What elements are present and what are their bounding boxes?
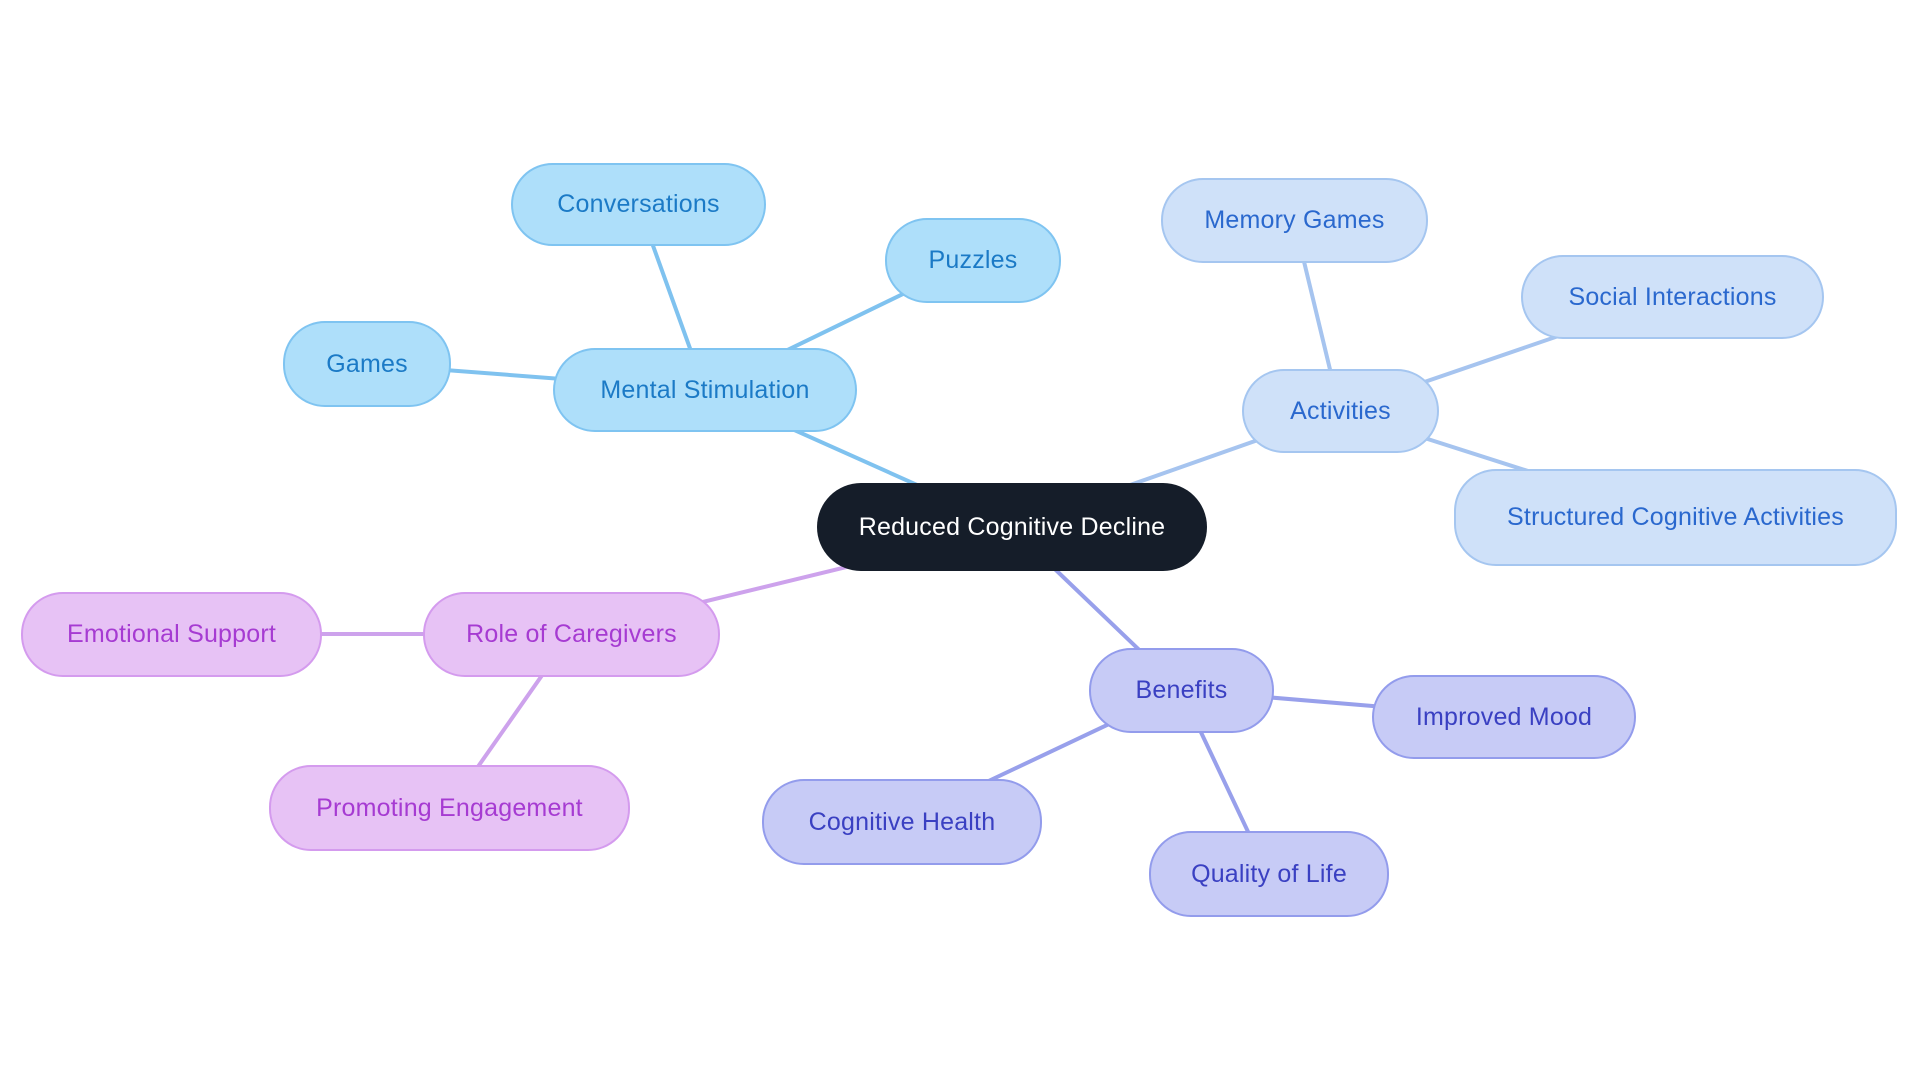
node-structured-cognitive-activities[interactable]: Structured Cognitive Activities	[1454, 469, 1897, 566]
node-cognitive-health[interactable]: Cognitive Health	[762, 779, 1042, 865]
node-emotional-support[interactable]: Emotional Support	[21, 592, 322, 677]
node-activities[interactable]: Activities	[1242, 369, 1439, 453]
node-games[interactable]: Games	[283, 321, 451, 407]
node-role-of-caregivers[interactable]: Role of Caregivers	[423, 592, 720, 677]
node-puzzles[interactable]: Puzzles	[885, 218, 1061, 303]
node-improved-mood[interactable]: Improved Mood	[1372, 675, 1636, 759]
node-benefits[interactable]: Benefits	[1089, 648, 1274, 733]
node-quality-of-life[interactable]: Quality of Life	[1149, 831, 1389, 917]
node-memory-games[interactable]: Memory Games	[1161, 178, 1428, 263]
node-reduced-cognitive-decline[interactable]: Reduced Cognitive Decline	[817, 483, 1207, 571]
node-mental-stimulation[interactable]: Mental Stimulation	[553, 348, 857, 432]
node-conversations[interactable]: Conversations	[511, 163, 766, 246]
node-promoting-engagement[interactable]: Promoting Engagement	[269, 765, 630, 851]
node-social-interactions[interactable]: Social Interactions	[1521, 255, 1824, 339]
